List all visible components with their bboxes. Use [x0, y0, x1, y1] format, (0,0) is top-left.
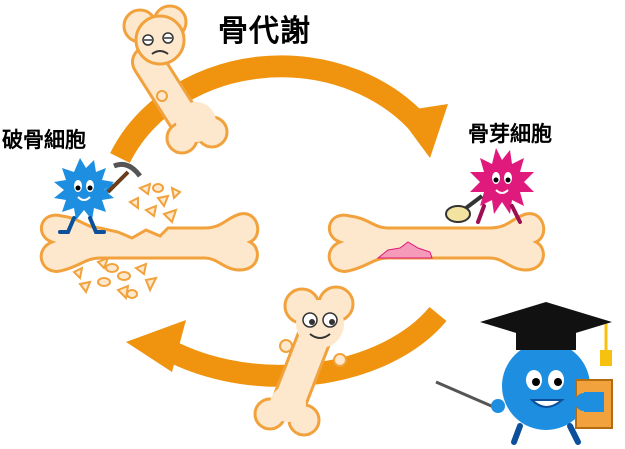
osteoblast-label: 骨芽細胞 — [468, 122, 552, 146]
repair-patch — [376, 241, 433, 259]
forming-bone — [327, 212, 546, 273]
teacher-character — [502, 342, 590, 445]
cycle-arrow-top — [110, 55, 448, 163]
pointer-stick-icon — [435, 380, 505, 413]
pickaxe-icon — [106, 161, 142, 194]
graduation-cap-icon — [480, 302, 612, 366]
diagram-title: 骨代謝 — [218, 14, 311, 49]
tired-bone-character — [122, 4, 229, 155]
osteoblast-character — [470, 148, 534, 224]
happy-bone-character — [253, 285, 355, 437]
osteoclast-character — [54, 158, 115, 234]
book-icon — [575, 379, 613, 429]
bone-fragments — [72, 182, 182, 301]
osteoclast-label: 破骨細胞 — [2, 128, 86, 152]
trowel-icon — [445, 194, 484, 223]
